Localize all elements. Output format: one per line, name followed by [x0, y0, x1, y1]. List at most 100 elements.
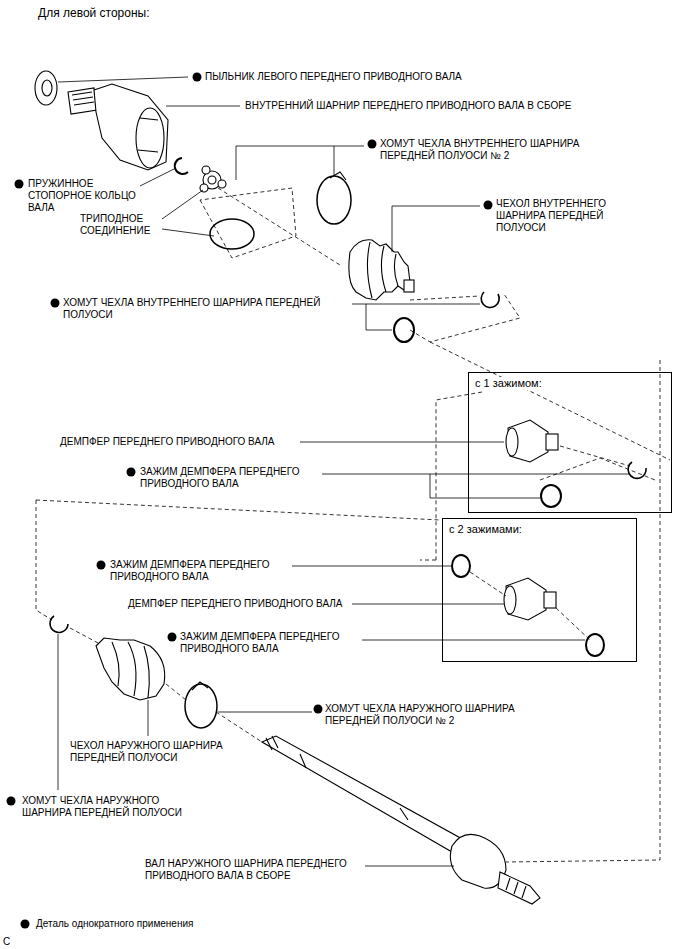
damper-clip [586, 634, 604, 656]
part-label: ЗАЖИМ ДЕМПФЕРА ПЕРЕДНЕГО ПРИВОДНОГО ВАЛА [180, 631, 358, 655]
part-label: ТРИПОДНОЕ СОЕДИНЕНИЕ [80, 213, 160, 237]
dust-seal-hole [42, 80, 52, 96]
inner-joint-splines [72, 92, 94, 105]
figure-code: C [3, 936, 10, 948]
part-label: ХОМУТ ЧЕХЛА ВНУТРЕННЕГО ШАРНИРА ПЕРЕДНЕЙ… [380, 138, 595, 162]
leader-line [292, 566, 451, 567]
legend-bullet [21, 920, 30, 929]
boot-clamp-small [481, 292, 499, 308]
assembly-line [556, 608, 590, 640]
leader-line [352, 604, 504, 605]
damper-clip [541, 485, 561, 507]
outer-cv-joint [450, 834, 506, 888]
boot-ridges [112, 642, 149, 698]
bullet-symbol [368, 140, 377, 149]
legend-text: Деталь однократного применения [36, 918, 193, 930]
leader-line [148, 700, 149, 736]
leader-line [162, 190, 214, 236]
inner-joint-mouth [136, 108, 164, 168]
bullet-symbol [168, 633, 177, 642]
boot-ridges [367, 242, 398, 298]
variant-box: с 1 зажимом: [468, 372, 672, 513]
leader-line [58, 634, 59, 790]
tripod-roller [202, 166, 210, 174]
leader-line [300, 442, 504, 443]
part-label: ХОМУТ ЧЕХЛА ВНУТРЕННЕГО ШАРНИРА ПЕРЕДНЕЙ… [63, 297, 348, 321]
leader-line [352, 304, 480, 330]
part-label: ПРУЖИННОЕ СТОПОРНОЕ КОЛЬЦО ВАЛА [28, 178, 138, 214]
leader-line [58, 77, 188, 82]
box-heading: с 1 зажимом: [474, 377, 543, 390]
part-label: ВНУТРЕННИЙ ШАРНИР ПЕРЕДНЕГО ПРИВОДНОГО В… [245, 100, 572, 112]
bullet-symbol [484, 201, 493, 210]
outer-boot [96, 638, 165, 700]
damper-neck [544, 592, 556, 608]
damper-neck [546, 434, 558, 450]
clamp-buckle [330, 172, 346, 180]
damper-end [506, 428, 518, 456]
dust-seal [35, 71, 57, 105]
tripod-hub [208, 176, 216, 184]
boot-clamp-small [394, 318, 414, 342]
boot-clamp-small [50, 616, 68, 632]
inner-boot [349, 240, 410, 300]
diagram-title: Для левой стороны: [38, 6, 150, 20]
boot-clamp [210, 219, 254, 249]
part-label: ВАЛ НАРУЖНОГО ШАРНИРА ПЕРЕДНЕГО ПРИВОДНО… [145, 858, 363, 882]
boot-neck [404, 280, 414, 292]
leader-line [322, 474, 630, 498]
drive-shaft [262, 736, 464, 852]
part-label: ХОМУТ ЧЕХЛА НАРУЖНОГО ШАРНИРА ПЕРЕДНЕЙ П… [325, 703, 535, 727]
assembly-line [70, 628, 100, 644]
assembly-line [36, 500, 440, 520]
leader-line [392, 206, 480, 252]
inner-joint-housing [94, 84, 168, 170]
bullet-symbol [97, 561, 106, 570]
assembly-line [166, 684, 186, 700]
part-label: ЧЕХОЛ ВНУТРЕННЕГО ШАРНИРА ПЕРЕДНЕЙ ПОЛУО… [496, 198, 621, 234]
box-heading: с 2 зажимами: [448, 523, 523, 536]
tripod-roller [218, 180, 226, 188]
leader-line [362, 640, 585, 641]
inner-joint-stub [68, 88, 97, 114]
part-label: ХОМУТ ЧЕХЛА НАРУЖНОГО ШАРНИРА ПЕРЕДНЕЙ П… [22, 795, 200, 819]
stub-splines [506, 878, 526, 898]
assembly-line [560, 446, 630, 466]
assembly-line [420, 560, 436, 561]
leader-line [166, 106, 240, 107]
clamp-buckle [192, 682, 208, 690]
leader-line [218, 712, 312, 713]
boot-clamp-large [317, 176, 351, 224]
shaft-grooves [266, 736, 408, 820]
damper-clip [628, 462, 646, 478]
part-label: ЗАЖИМ ДЕМПФЕРА ПЕРЕДНЕГО ПРИВОДНОГО ВАЛА [140, 466, 318, 490]
leader-line [365, 866, 454, 867]
part-label: ПЫЛЬНИК ЛЕВОГО ПЕРЕДНЕГО ПРИВОДНОГО ВАЛА [205, 71, 462, 83]
bullet-symbol [51, 299, 60, 308]
part-label: ЧЕХОЛ НАРУЖНОГО ШАРНИРА ПЕРЕДНЕЙ ПОЛУОСИ [70, 740, 232, 764]
variant-box: с 2 зажимами: [442, 518, 637, 662]
leader-line [140, 168, 176, 186]
assembly-line [470, 572, 506, 596]
assembly-bracket [410, 294, 520, 342]
bullet-symbol [15, 180, 24, 189]
assembly-line [540, 458, 655, 480]
boot-clamp-large [185, 684, 217, 728]
inner-joint-tracks [138, 118, 158, 152]
damper-clip [452, 555, 470, 577]
damper-end [504, 586, 516, 614]
bullet-symbol [127, 468, 136, 477]
leader-line [236, 146, 364, 180]
assembly-line [36, 500, 52, 620]
snap-ring [175, 158, 188, 174]
assembly-bracket [200, 188, 296, 258]
part-label: ДЕМПФЕР ПЕРЕДНЕГО ПРИВОДНОГО ВАЛА [128, 598, 343, 610]
assembly-line [410, 296, 480, 300]
outer-stub [498, 872, 540, 904]
part-label: ЗАЖИМ ДЕМПФЕРА ПЕРЕДНЕГО ПРИВОДНОГО ВАЛА [110, 559, 288, 583]
assembly-line [216, 712, 262, 742]
bullet-symbol [314, 705, 323, 714]
bullet-symbol [193, 73, 202, 82]
